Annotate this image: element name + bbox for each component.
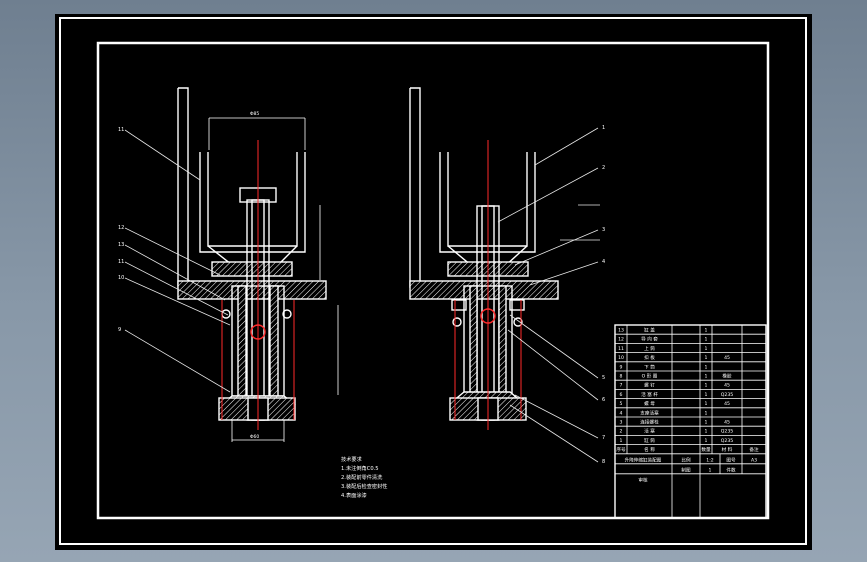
left-balloon: 13 — [118, 242, 124, 248]
bom-cell-material: 45 — [724, 355, 730, 361]
left-balloon: 11 — [118, 259, 124, 265]
bom-cell-material: 45 — [724, 420, 730, 426]
right-leader-lines — [497, 127, 600, 463]
bom-cell-no: 1 — [620, 438, 623, 444]
bom-cell-no: 3 — [620, 420, 623, 426]
bom-cell-qty: 1 — [705, 374, 708, 380]
bom-cell-name: 缸 筒 — [644, 437, 655, 444]
left-balloon: 9 — [118, 327, 121, 333]
bom-cell-qty: 1 — [705, 392, 708, 398]
bom-cell-qty: 1 — [705, 429, 708, 435]
bom-cell-name: 连接螺栓 — [640, 419, 659, 426]
scale-value: 1:2 — [706, 457, 713, 463]
bom-cell-no: 2 — [620, 429, 623, 435]
bom-cell-name: 扣 板 — [644, 354, 655, 361]
bom-frame — [614, 324, 767, 519]
check-label: 审核 — [638, 476, 648, 483]
dimension-label: Φ85 — [250, 111, 259, 117]
bom-header-name: 名 称 — [644, 446, 655, 453]
bom-cell-no: 7 — [620, 383, 623, 389]
bom-cell-material: Q235 — [721, 429, 733, 435]
left-assembly-view — [177, 87, 339, 442]
bom-cell-qty: 1 — [705, 420, 708, 426]
bom-cell-no: 13 — [618, 328, 624, 334]
right-assembly-view — [409, 87, 559, 421]
right-balloon: 1 — [602, 125, 605, 131]
bom-header-qty: 数量 — [701, 446, 711, 453]
right-balloon: 3 — [602, 227, 605, 233]
bom-header-note: 备注 — [749, 446, 759, 453]
drawing-name: 升降伸缩缸装配图 — [625, 456, 662, 463]
note-line: 3.装配后检查密封性 — [341, 482, 387, 490]
bom-cell-no: 11 — [618, 346, 624, 352]
note-line: 2.装配前零件清洗 — [341, 473, 383, 481]
right-balloon: 5 — [602, 375, 605, 381]
bom-cell-name: 螺 母 — [644, 400, 655, 407]
right-balloon: 8 — [602, 459, 605, 465]
bom-cell-name: 螺 钉 — [644, 382, 655, 389]
qty-label: 件数 — [726, 466, 736, 473]
bom-cell-name: O 形 圈 — [642, 373, 658, 380]
right-balloon: 7 — [602, 435, 605, 441]
bom-cell-no: 9 — [620, 364, 623, 370]
bom-cell-material: 45 — [724, 383, 730, 389]
bom-cell-no: 6 — [620, 392, 623, 398]
notes-title: 技术要求 — [341, 455, 363, 463]
bom-cell-qty: 1 — [705, 355, 708, 361]
bom-cell-name: 活 塞 杆 — [641, 391, 658, 398]
bom-cell-name: 导 向 套 — [641, 336, 658, 343]
bom-cell-no: 10 — [618, 355, 624, 361]
left-balloons: 11 12 13 11 10 9 — [118, 127, 124, 333]
dimension-label: Φ60 — [250, 434, 259, 440]
right-centerlines — [454, 140, 522, 430]
left-balloon: 11 — [118, 127, 124, 133]
scale-label: 比例 — [681, 456, 691, 463]
right-balloon: 4 — [602, 259, 605, 265]
bom-cell-name: 活 塞 — [644, 428, 655, 435]
bom-header-no: 序号 — [616, 446, 626, 453]
bom-cell-qty: 1 — [705, 410, 708, 416]
bom-cell-qty: 1 — [705, 383, 708, 389]
bom-cell-name: 上 筒 — [644, 345, 655, 352]
bom-cell-name: 支座活塞 — [640, 409, 659, 416]
bom-cell-no: 12 — [618, 337, 624, 343]
bom-cell-qty: 1 — [705, 328, 708, 334]
left-balloon: 10 — [118, 275, 124, 281]
bom-cell-no: 8 — [620, 374, 623, 380]
left-leader-lines — [124, 129, 231, 393]
bom-cell-no: 5 — [620, 401, 623, 407]
inner-frame — [96, 41, 770, 520]
sheet-value: A3 — [751, 457, 757, 463]
bom-cell-qty: 1 — [705, 346, 708, 352]
outer-frame — [59, 17, 807, 545]
left-balloon: 12 — [118, 225, 124, 231]
bom-cell-material: Q235 — [721, 392, 733, 398]
right-balloon: 6 — [602, 397, 605, 403]
note-line: 4.表面涂漆 — [341, 491, 367, 499]
left-centerlines — [221, 140, 295, 430]
bom-cell-qty: 1 — [705, 364, 708, 370]
bom-cell-qty: 1 — [705, 337, 708, 343]
bom-cell-no: 4 — [620, 410, 623, 416]
bom-cell-name: 下 筒 — [644, 363, 655, 370]
right-balloon: 2 — [602, 165, 605, 171]
bom-cell-material: 45 — [724, 401, 730, 407]
bom-cell-qty: 1 — [705, 438, 708, 444]
drawn-label: 制图 — [681, 466, 691, 473]
bom-cell-material: 橡胶 — [722, 373, 732, 380]
bom-cell-qty: 1 — [705, 401, 708, 407]
sheet-label: 图号 — [726, 457, 736, 463]
bom-cell-material: Q235 — [721, 438, 733, 444]
right-balloons: 1 2 3 4 5 6 7 8 — [602, 125, 605, 465]
bom-cell-name: 缸 盖 — [644, 327, 655, 334]
qty-value: 1 — [709, 467, 712, 473]
technical-notes: 技术要求 1.未注倒角C0.5 2.装配前零件清洗 3.装配后检查密封性 4.表… — [341, 455, 387, 499]
note-line: 1.未注倒角C0.5 — [341, 464, 379, 472]
bom-header-material: 材 料 — [722, 446, 733, 453]
